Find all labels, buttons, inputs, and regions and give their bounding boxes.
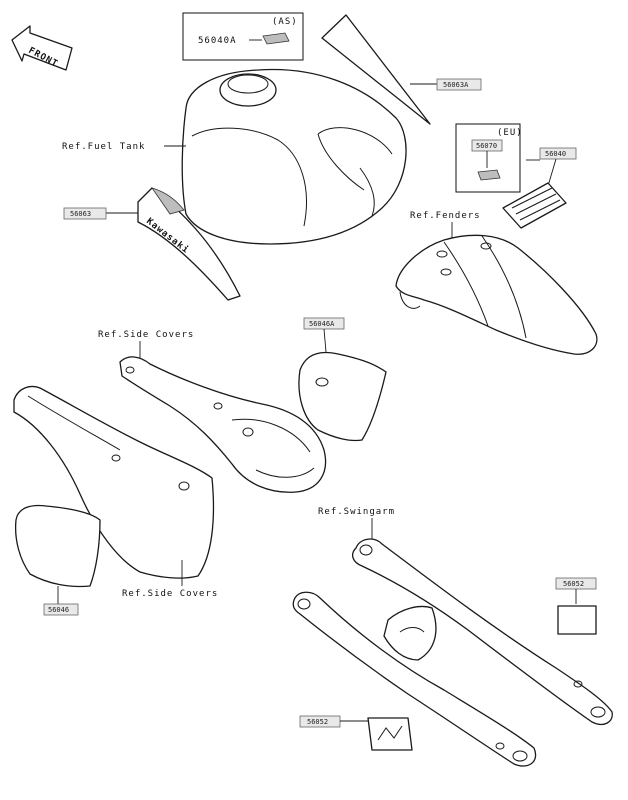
label-56046: 56046 — [48, 606, 69, 614]
label-56052-upper: 56052 — [563, 580, 584, 588]
decal-56052-lower: 56052 — [299, 715, 413, 751]
decal-56052-upper: 56052 — [555, 577, 597, 635]
inset-as-region: (AS) — [272, 17, 298, 27]
ref-swingarm: Ref.Swingarm — [318, 507, 395, 517]
decal-56063a: 56063A — [321, 14, 482, 125]
decal-56070 — [477, 169, 501, 181]
ref-side-covers-top: Ref.Side Covers — [98, 330, 194, 340]
ref-side-covers-bottom: Ref.Side Covers — [122, 589, 218, 599]
inset-as-part-number: 56040A — [198, 36, 237, 46]
inset-eu-region: (EU) — [497, 128, 523, 138]
inset-eu: (EU) 56070 — [455, 123, 523, 193]
decal-56040a — [262, 32, 290, 45]
ref-fenders: Ref.Fenders — [410, 211, 481, 221]
fuel-tank — [181, 68, 407, 245]
front-arrow-icon: FRONT — [11, 25, 73, 71]
label-56052-lower: 56052 — [307, 718, 328, 726]
label-56063a: 56063A — [443, 81, 469, 89]
label-56046a: 56046A — [309, 320, 335, 328]
decal-56040: 56040 — [502, 147, 577, 229]
label-56040: 56040 — [545, 150, 566, 158]
inset-eu-part-number: 56070 — [476, 142, 497, 150]
side-cover-lower: Ref.Side Covers — [13, 385, 218, 599]
rear-fender: Ref.Fenders — [395, 211, 598, 355]
decal-56046a: 56046A — [298, 317, 387, 442]
inset-as: (AS) 56040A — [182, 12, 304, 61]
decal-56046: 56046 — [14, 504, 101, 616]
side-cover-upper: Ref.Side Covers — [98, 330, 327, 493]
ref-fuel-tank: Ref.Fuel Tank — [62, 142, 145, 152]
label-56063: 56063 — [70, 210, 91, 218]
swingarm: Ref.Swingarm — [292, 507, 613, 767]
